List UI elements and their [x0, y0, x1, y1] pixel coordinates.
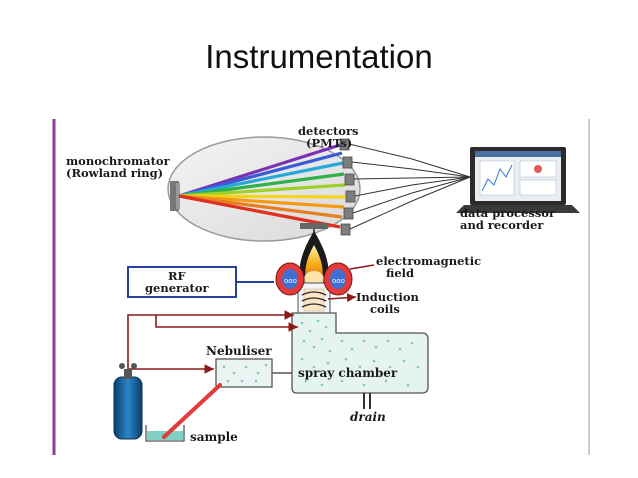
detectors-label-sub: (PMTs) — [306, 136, 352, 150]
gas-lines — [127, 310, 298, 377]
induction-label-sub: coils — [370, 302, 400, 316]
spray-chamber-label: spray chamber — [298, 366, 398, 380]
spray-chamber — [291, 312, 429, 394]
instrumentation-diagram: detectors (PMTs) monochromator (Rowland … — [52, 119, 592, 457]
spectral-rays — [178, 143, 346, 229]
monochromator-label-sub: (Rowland ring) — [66, 166, 163, 180]
torch-icon — [297, 231, 331, 314]
em-field-label: electromagnetic — [376, 254, 481, 268]
drain-label: drain — [350, 410, 386, 424]
data-processor-label-sub: and recorder — [460, 218, 544, 232]
signal-wires — [348, 143, 471, 230]
rf-generator-box — [127, 266, 237, 298]
sample-beaker-icon — [145, 383, 222, 442]
svg-text:ooo: ooo — [332, 277, 345, 285]
grating-icon — [170, 181, 180, 211]
sample-label: sample — [190, 430, 238, 444]
rf-generator-label: RF — [168, 269, 187, 283]
detectors-label: detectors — [298, 124, 359, 138]
induction-label: Induction — [356, 290, 419, 304]
em-field-arrow — [349, 264, 375, 270]
svg-text:ooo: ooo — [284, 277, 297, 285]
em-field-label-sub: field — [386, 266, 414, 280]
rf-generator-label-sub: generator — [145, 281, 210, 295]
induction-arrow — [327, 293, 357, 303]
monochromator-label: monochromator — [66, 154, 171, 168]
laptop-icon — [456, 147, 580, 213]
gas-cylinder-icon — [113, 363, 143, 440]
slide-title: Instrumentation — [205, 38, 433, 75]
data-processor-label: data processor — [460, 206, 556, 220]
nebuliser-box — [215, 358, 273, 388]
coil-icon: ooo ooo — [275, 262, 353, 308]
entrance-slit — [300, 223, 328, 229]
diagram-svg: detectors (PMTs) monochromator (Rowland … — [52, 119, 590, 455]
nebuliser-label: Nebuliser — [206, 344, 272, 358]
